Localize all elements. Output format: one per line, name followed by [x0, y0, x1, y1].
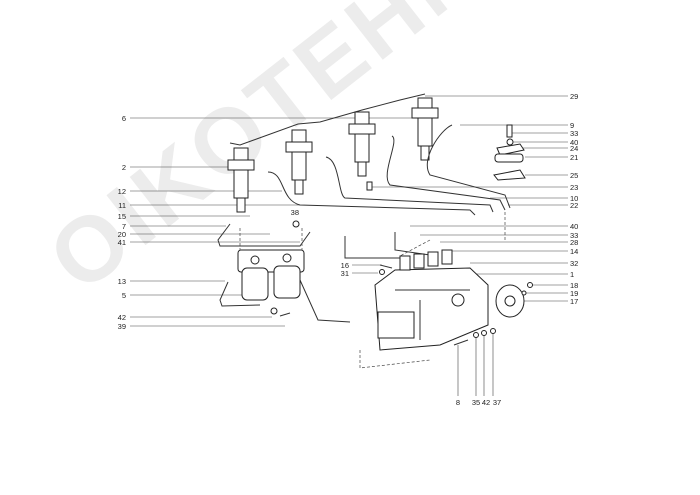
callout-33: 33 [570, 129, 578, 138]
fuel-filter-assembly [237, 249, 305, 301]
callout-19: 19 [570, 289, 578, 298]
callout-29: 29 [570, 92, 578, 101]
injector-4 [411, 97, 439, 161]
callout-1: 1 [570, 270, 574, 279]
callout-20: 20 [118, 230, 126, 239]
fittings [270, 124, 533, 346]
leader-lines-left [130, 117, 420, 327]
injector-2 [285, 129, 313, 195]
callouts-right: 29 9 33 40 24 21 25 23 10 22 40 33 28 14… [570, 92, 578, 306]
callout-41: 41 [118, 238, 126, 247]
callout-2: 2 [122, 163, 126, 172]
callout-13: 13 [118, 277, 126, 286]
callout-8: 8 [456, 398, 460, 407]
callout-10: 10 [570, 194, 578, 203]
callout-42b: 42 [482, 398, 490, 407]
callout-12: 12 [118, 187, 126, 196]
callouts-left: 6 2 12 11 15 7 20 41 13 5 42 39 16 31 38 [118, 114, 349, 331]
callout-31: 31 [341, 269, 349, 278]
callout-14: 14 [570, 247, 578, 256]
return-line [229, 93, 426, 146]
injector-3 [348, 111, 376, 177]
pump-dashed-outline [359, 212, 506, 369]
callout-40b: 40 [570, 222, 578, 231]
callout-5: 5 [122, 291, 126, 300]
drive-flange [495, 284, 525, 318]
feed-line [217, 223, 311, 247]
pump-to-filter-line [299, 279, 351, 323]
callout-16: 16 [341, 261, 349, 270]
callout-24: 24 [570, 144, 578, 153]
callout-33b: 33 [570, 231, 578, 240]
leader-lines-right [372, 95, 568, 302]
filter-dashed-outline [239, 228, 303, 250]
callout-22: 22 [570, 201, 578, 210]
leader-lines-bottom [457, 331, 494, 396]
injection-lines [267, 124, 511, 259]
callouts-bottom: 8 35 42 37 [456, 398, 501, 407]
callout-21: 21 [570, 153, 578, 162]
callout-17: 17 [570, 297, 578, 306]
callout-9: 9 [570, 121, 574, 130]
callout-40: 40 [570, 138, 578, 147]
callout-7: 7 [122, 222, 126, 231]
callout-11: 11 [118, 201, 126, 210]
injection-pump [374, 249, 489, 351]
callout-28: 28 [570, 238, 578, 247]
callout-18: 18 [570, 281, 578, 290]
filter-line [219, 281, 261, 307]
callout-6: 6 [122, 114, 126, 123]
callout-38: 38 [291, 208, 299, 217]
callout-23: 23 [570, 183, 578, 192]
callout-25: 25 [570, 171, 578, 180]
callout-42: 42 [118, 313, 126, 322]
callout-39: 39 [118, 322, 126, 331]
callout-32: 32 [570, 259, 578, 268]
callout-35: 35 [472, 398, 480, 407]
callout-37: 37 [493, 398, 501, 407]
injector-1 [227, 147, 255, 213]
callout-15: 15 [118, 212, 126, 221]
